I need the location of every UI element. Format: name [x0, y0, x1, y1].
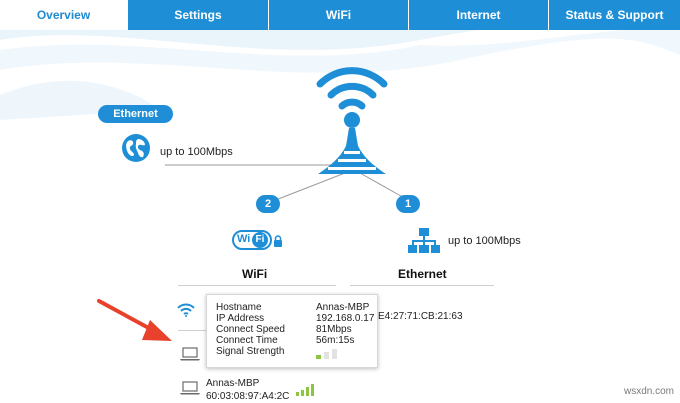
internet-speed-label: up to 100Mbps	[160, 146, 233, 158]
laptop-icon[interactable]	[180, 347, 200, 361]
device2-hostname[interactable]: Annas-MBP	[206, 378, 260, 389]
top-navigation: Overview Settings WiFi Internet Status &…	[0, 0, 680, 30]
lock-icon	[274, 235, 282, 247]
wifi-count-badge: 2	[256, 195, 280, 213]
tab-internet[interactable]: Internet	[408, 0, 548, 30]
lan-speed-label: up to 100Mbps	[448, 235, 521, 247]
laptop-icon-device2[interactable]	[180, 381, 200, 395]
tab-settings[interactable]: Settings	[127, 0, 268, 30]
tooltip-value: Annas-MBP	[316, 302, 370, 313]
wifi-section-label: WiFi	[242, 267, 268, 281]
ethernet-divider	[350, 285, 494, 286]
tooltip-key: IP Address	[216, 313, 265, 324]
tooltip-row-signal: Signal Strength	[216, 346, 376, 357]
device-tooltip: Hostname Annas-MBP IP Address 192.168.0.…	[206, 294, 378, 368]
device1-mac-partial: E4:27:71:CB:21:63	[378, 311, 463, 322]
tab-status-support[interactable]: Status & Support	[548, 0, 680, 30]
wifi-divider	[178, 285, 336, 286]
watermark: wsxdn.com	[624, 386, 675, 397]
lan-network-icon	[408, 228, 440, 253]
globe-icon	[122, 134, 150, 162]
tooltip-row-time: Connect Time 56m:15s	[216, 335, 376, 346]
router-icon	[316, 67, 388, 174]
ethernet-section-label: Ethernet	[398, 267, 447, 281]
wifi-logo-prefix: Wi	[237, 233, 251, 245]
wifi-logo-fi: Fi	[252, 232, 268, 248]
red-arrow-icon	[97, 299, 172, 341]
wifi-logo-icon: Wi Fi	[232, 230, 284, 252]
device2-signal-bars	[296, 384, 314, 396]
tooltip-value: 81Mbps	[316, 324, 352, 335]
ethernet-pill: Ethernet	[98, 105, 173, 123]
tooltip-key: Connect Speed	[216, 324, 285, 335]
tooltip-row-speed: Connect Speed 81Mbps	[216, 324, 376, 335]
tooltip-key: Hostname	[216, 302, 262, 313]
device2-mac: 60:03:08:97:A4:2C	[206, 391, 290, 402]
tooltip-key: Connect Time	[216, 335, 278, 346]
tab-wifi[interactable]: WiFi	[268, 0, 408, 30]
tooltip-value: 56m:15s	[316, 335, 355, 346]
tooltip-row-ip: IP Address 192.168.0.17	[216, 313, 376, 324]
device-divider	[178, 330, 206, 331]
wifi-signal-icon[interactable]	[177, 303, 195, 317]
tab-overview[interactable]: Overview	[0, 0, 127, 30]
tooltip-signal-bars	[316, 349, 337, 359]
tooltip-value: 192.168.0.17	[316, 313, 375, 324]
ethernet-count-badge: 1	[396, 195, 420, 213]
tooltip-row-hostname: Hostname Annas-MBP	[216, 302, 376, 313]
tooltip-key: Signal Strength	[216, 346, 285, 357]
